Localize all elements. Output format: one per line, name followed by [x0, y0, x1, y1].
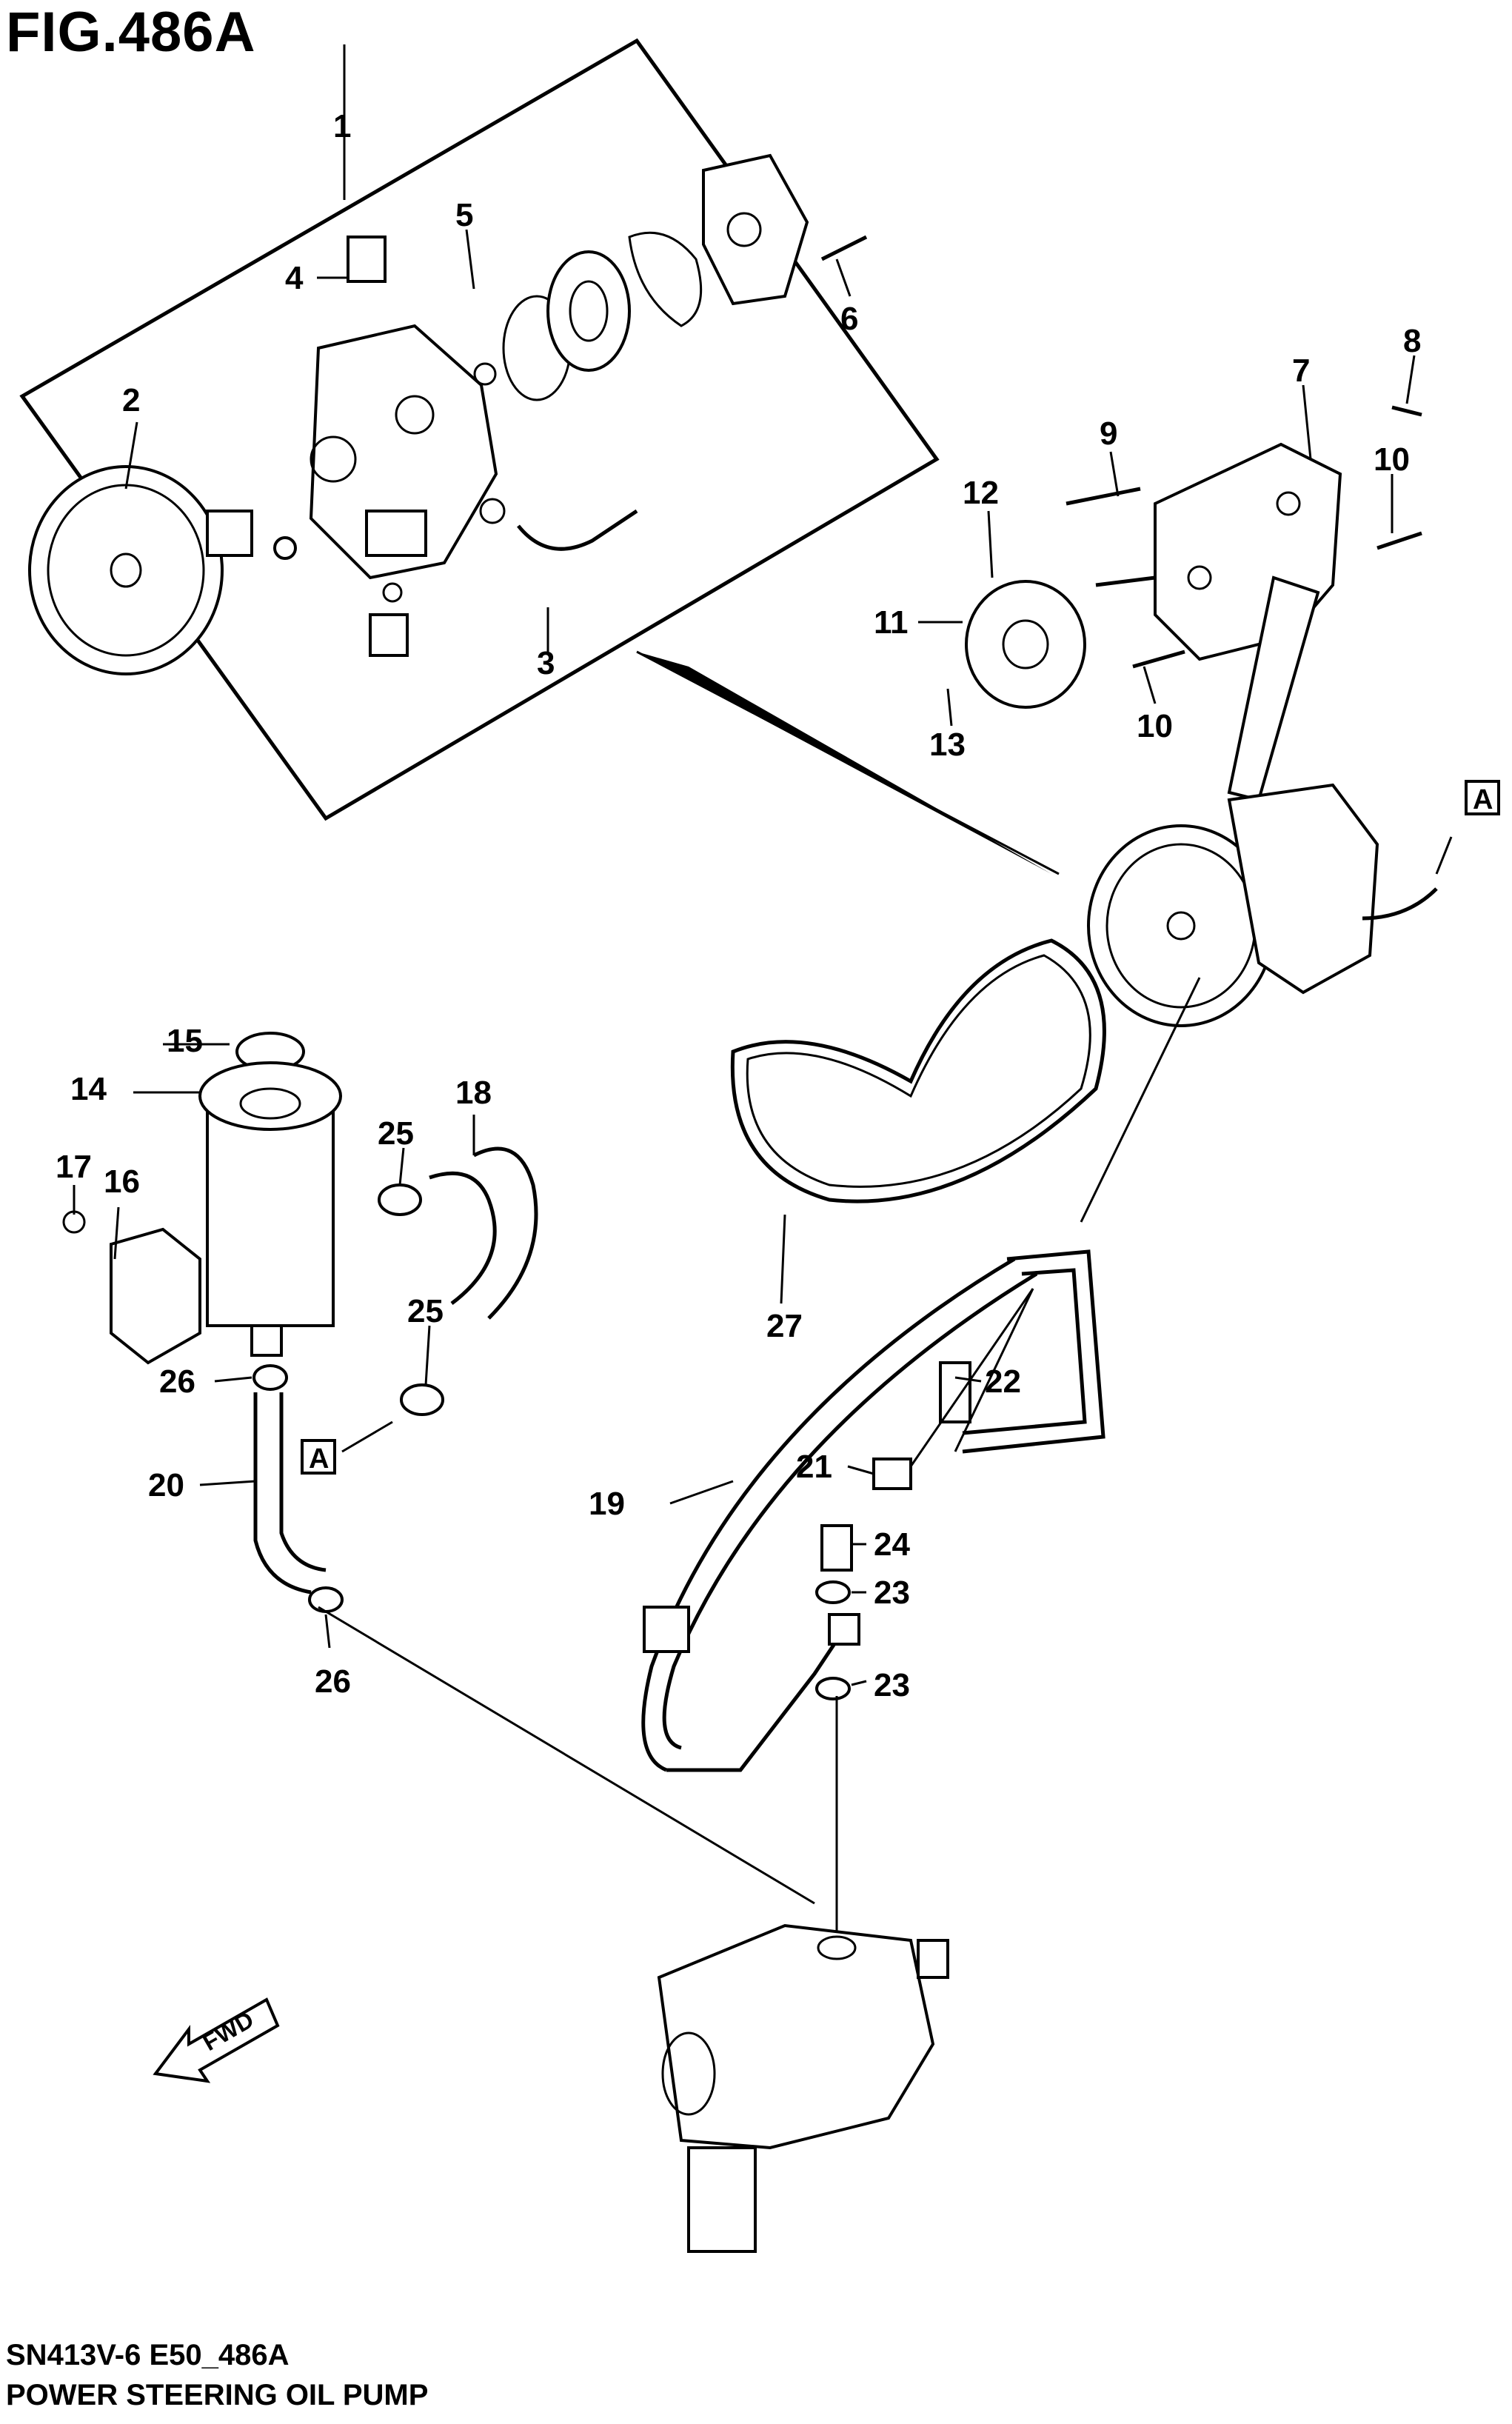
- callout-26b: 26: [315, 1663, 351, 1700]
- callout-19: 19: [589, 1486, 625, 1522]
- drive-belt: [730, 938, 1106, 1203]
- callout-11: 11: [874, 604, 909, 641]
- callout-23b: 23: [874, 1667, 910, 1703]
- installed-pump: [1087, 783, 1453, 1027]
- explode-wedge: [637, 652, 1051, 874]
- pump-bracket-part: [965, 405, 1422, 802]
- callout-1: 1: [333, 108, 351, 144]
- fwd-arrow: FWD: [153, 1997, 280, 2083]
- callout-16: 16: [104, 1163, 140, 1200]
- callout-26a: 26: [159, 1363, 195, 1400]
- callout-20: 20: [148, 1467, 184, 1503]
- callout-23a: 23: [874, 1575, 910, 1611]
- callout-8: 8: [1403, 323, 1421, 359]
- reservoir-tank: [62, 1032, 342, 1365]
- callout-labels: 1 2 3 4 5 6 7 8 9 10 10 11 12 13 14 15 1…: [56, 108, 1421, 1703]
- pump-body-part: [309, 236, 498, 657]
- steering-gear-box: [657, 1923, 949, 2253]
- callout-13: 13: [929, 727, 966, 763]
- ref-a-bottom-label: A: [309, 1443, 329, 1475]
- callout-22: 22: [985, 1363, 1021, 1400]
- callout-24: 24: [874, 1526, 910, 1563]
- callout-10b: 10: [1137, 708, 1173, 744]
- callout-25a: 25: [378, 1115, 414, 1152]
- callout-3: 3: [537, 645, 555, 681]
- figure-title: FIG.486A: [6, 1, 256, 64]
- figure-caption: POWER STEERING OIL PUMP: [6, 2379, 429, 2411]
- callout-14: 14: [70, 1071, 107, 1107]
- callout-18: 18: [455, 1075, 492, 1111]
- callout-15: 15: [167, 1023, 203, 1059]
- callout-7: 7: [1292, 353, 1310, 389]
- leader-lines: [73, 141, 1416, 1933]
- callout-9: 9: [1100, 415, 1117, 452]
- callout-12: 12: [963, 475, 999, 511]
- callout-17: 17: [56, 1149, 92, 1185]
- callout-27: 27: [766, 1308, 803, 1344]
- pump-internal-parts: [473, 153, 868, 551]
- callout-5: 5: [455, 197, 473, 233]
- callout-2: 2: [122, 382, 140, 418]
- pressure-hose: [641, 1249, 1105, 1772]
- callout-25b: 25: [407, 1293, 444, 1329]
- ref-a-markers: A A: [301, 780, 1500, 1475]
- callout-10a: 10: [1374, 441, 1410, 478]
- callout-4: 4: [285, 260, 304, 296]
- ref-a-top-label: A: [1473, 784, 1493, 815]
- figure-code: SN413V-6 E50_486A: [6, 2339, 290, 2371]
- callout-6: 6: [840, 301, 858, 337]
- callout-21: 21: [796, 1449, 832, 1485]
- pump-pulley-part: [28, 465, 297, 675]
